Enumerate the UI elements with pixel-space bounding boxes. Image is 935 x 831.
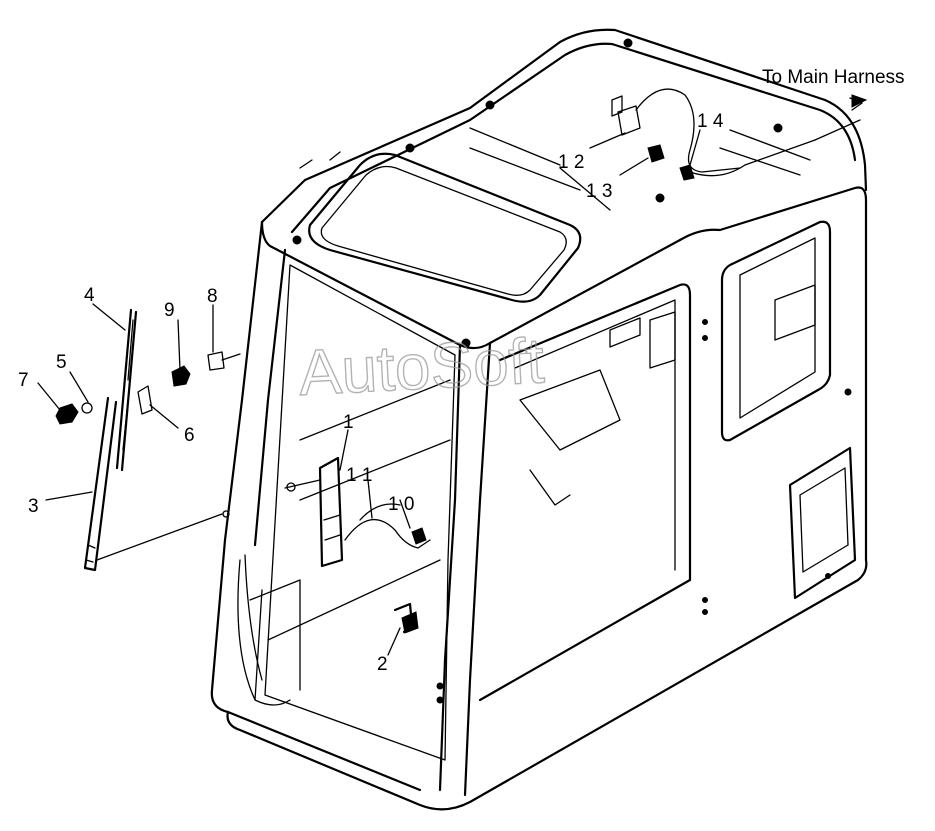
main-harness-note: To Main Harness [762,67,905,88]
cab-frame [210,28,868,811]
callout-4: 4 [84,285,95,306]
callout-11: 1 1 [346,465,372,486]
roof-harness [611,88,868,181]
wiper-assembly [55,308,241,572]
callout-6: 6 [184,425,195,446]
leader-lines [37,129,701,656]
wiper-motor-harness [284,456,431,634]
bracket [137,385,153,415]
callout-13: 1 3 [586,181,612,202]
watermark: AutoSoft [297,324,546,409]
clamp [207,351,241,371]
callout-2: 2 [377,654,388,675]
callout-3: 3 [28,496,39,517]
callout-7: 7 [18,370,29,391]
washer [81,402,93,414]
wiper-arm [83,396,118,572]
callout-8: 8 [207,286,218,307]
callout-5: 5 [56,352,67,373]
nut [55,403,79,425]
callout-10: 1 0 [388,494,414,515]
callout-14: 1 4 [697,111,724,132]
wiper-blade [115,308,138,472]
callout-12: 1 2 [558,152,584,173]
callout-1: 1 [343,412,354,433]
relay [611,95,641,136]
callout-9: 9 [164,300,175,321]
grommet [171,365,191,387]
wiper-motor [318,456,344,568]
